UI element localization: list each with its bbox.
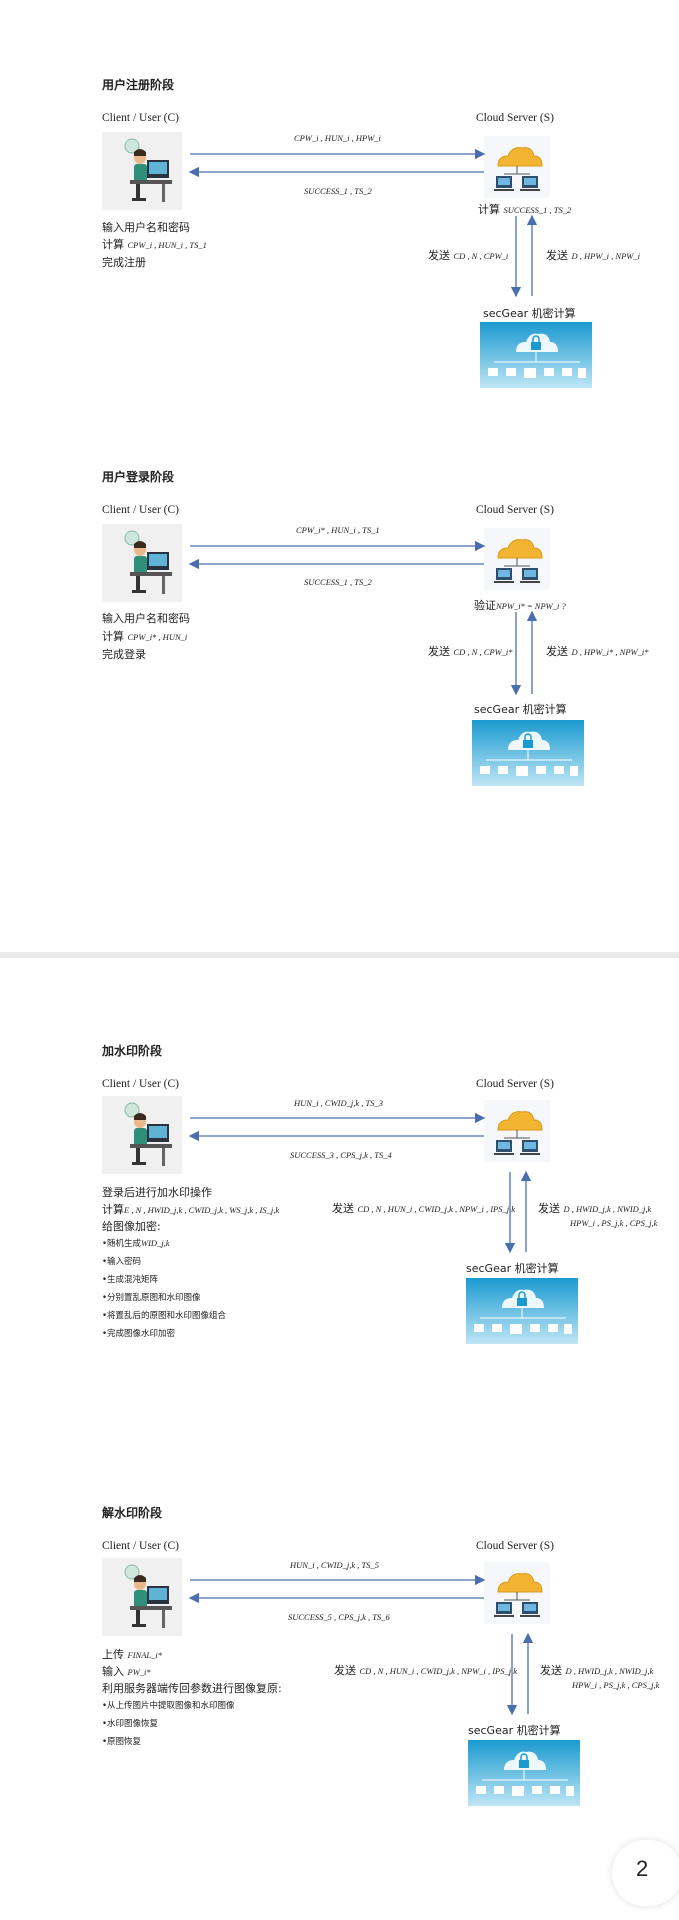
msg-to-server: HUN_i , CWID_j,k , TS_3 xyxy=(294,1098,384,1108)
secgear-illustration xyxy=(468,1740,580,1806)
user-illustration xyxy=(102,1558,182,1636)
client-step: 计算E , N , HWID_j,k , CWID_j,k , WS_j,k ,… xyxy=(102,1203,280,1216)
client-step: 计算 CPW_i , HUN_i , TS_1 xyxy=(102,238,207,251)
msg-to-server: HUN_i , CWID_j,k , TS_5 xyxy=(290,1560,380,1570)
msg-to-server: CPW_i , HUN_i , HPW_i xyxy=(294,133,381,143)
client-header: Client / User (C) xyxy=(102,504,179,516)
send-from-secgear: 发送 D , HWID_j,k , NWID_j,k xyxy=(538,1202,652,1215)
user-illustration xyxy=(102,1096,182,1174)
bullet-item: •随机生成WID_j,k xyxy=(102,1238,170,1249)
server-header: Cloud Server (S) xyxy=(476,1078,554,1090)
msg-to-client: SUCCESS_3 , CPS_j,k , TS_4 xyxy=(290,1150,392,1160)
server-header: Cloud Server (S) xyxy=(476,1540,554,1552)
stage-title-extract: 解水印阶段 xyxy=(102,1506,163,1520)
send-to-secgear: 发送 CD , N , CPW_i xyxy=(428,249,509,262)
send-from-secgear: 发送 D , HPW_i , NPW_i xyxy=(546,249,640,262)
cloud-server-illustration xyxy=(484,528,550,590)
cloud-server-illustration xyxy=(484,1562,550,1624)
msg-to-client: SUCCESS_5 , CPS_j,k , TS_6 xyxy=(288,1612,390,1622)
send-to-secgear: 发送 CD , N , HUN_i , CWID_j,k , NPW_i , I… xyxy=(334,1664,517,1677)
bullet-item: •生成混沌矩阵 xyxy=(102,1275,159,1285)
server-note: 验证NPW_i* = NPW_i ? xyxy=(474,599,566,612)
page-2: 加水印阶段 Client / User (C) Cloud Server (S)… xyxy=(0,958,679,1920)
server-note: 计算 SUCCESS_1 , TS_2 xyxy=(478,203,572,216)
secgear-label: secGear 机密计算 xyxy=(466,1262,559,1275)
client-step: 登录后进行加水印操作 xyxy=(102,1186,212,1199)
secgear-label: secGear 机密计算 xyxy=(474,703,567,716)
stage-title-login: 用户登录阶段 xyxy=(102,470,175,484)
client-step: 输入 PW_i* xyxy=(102,1665,151,1678)
bullet-item: •分别置乱原图和水印图像 xyxy=(102,1293,201,1303)
bullet-item: •从上传图片中提取图像和水印图像 xyxy=(102,1701,235,1711)
bullet-item: •将置乱后的原图和水印图像组合 xyxy=(102,1311,227,1321)
page-separator xyxy=(0,952,679,958)
stage-title-registration: 用户注册阶段 xyxy=(102,78,175,92)
cloud-server-illustration xyxy=(484,136,550,198)
bullet-item: •水印图像恢复 xyxy=(102,1719,159,1729)
client-step: 输入用户名和密码 xyxy=(102,221,190,234)
cloud-server-illustration xyxy=(484,1100,550,1162)
msg-to-client: SUCCESS_1 , TS_2 xyxy=(304,186,372,196)
bullet-item: •完成图像水印加密 xyxy=(102,1329,176,1339)
client-header: Client / User (C) xyxy=(102,1078,179,1090)
client-step: 输入用户名和密码 xyxy=(102,612,190,625)
stage-title-watermark: 加水印阶段 xyxy=(102,1044,163,1058)
server-header: Cloud Server (S) xyxy=(476,112,554,124)
send-to-secgear: 发送 CD , N , CPW_i* xyxy=(428,645,513,658)
client-step: 完成注册 xyxy=(102,256,146,269)
secgear-illustration xyxy=(480,322,592,388)
send-to-secgear: 发送 CD , N , HUN_i , CWID_j,k , NPW_i , I… xyxy=(332,1202,515,1215)
client-step: 计算 CPW_i* , HUN_i xyxy=(102,630,188,643)
secgear-illustration xyxy=(472,720,584,786)
page-1: 用户注册阶段 Client / User (C) Cloud Server (S… xyxy=(0,0,679,952)
client-step: 给图像加密: xyxy=(102,1220,161,1233)
send-from-secgear: 发送 D , HPW_i* , NPW_i* xyxy=(546,645,649,658)
client-step: 完成登录 xyxy=(102,648,146,661)
server-header: Cloud Server (S) xyxy=(476,504,554,516)
msg-to-server: CPW_i* , HUN_i , TS_1 xyxy=(296,525,380,535)
send-from-secgear-line2: HPW_i , PS_j,k , CPS_j,k xyxy=(572,1680,660,1690)
client-header: Client / User (C) xyxy=(102,1540,179,1552)
msg-to-client: SUCCESS_1 , TS_2 xyxy=(304,577,372,587)
user-illustration xyxy=(102,524,182,602)
bullet-item: •输入密码 xyxy=(102,1257,142,1267)
send-from-secgear: 发送 D , HWID_j,k , NWID_j,k xyxy=(540,1664,654,1677)
user-illustration xyxy=(102,132,182,210)
secgear-label: secGear 机密计算 xyxy=(483,307,576,320)
secgear-label: secGear 机密计算 xyxy=(468,1724,561,1737)
secgear-illustration xyxy=(466,1278,578,1344)
client-step: 利用服务器端传回参数进行图像复原: xyxy=(102,1682,282,1695)
client-header: Client / User (C) xyxy=(102,112,179,124)
bullet-item: •原图恢复 xyxy=(102,1737,142,1747)
page-number-badge: 2 xyxy=(612,1840,679,1906)
client-step: 上传 FINAL_i* xyxy=(102,1648,162,1661)
page-number: 2 xyxy=(636,1856,649,1881)
send-from-secgear-line2: HPW_i , PS_j,k , CPS_j,k xyxy=(570,1218,658,1228)
